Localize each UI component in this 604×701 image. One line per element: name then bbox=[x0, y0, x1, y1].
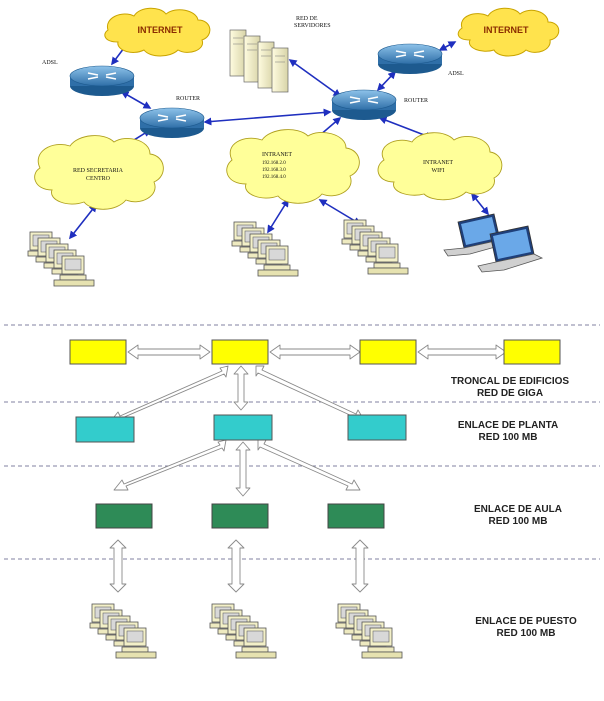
link-wifi-laptops bbox=[471, 192, 489, 216]
secretaria-cloud: RED SECRETARIA CENTRO bbox=[34, 135, 164, 210]
wifi-cloud: INTRANET WIFI bbox=[377, 132, 503, 201]
arrow-backbone-floor-center bbox=[233, 365, 249, 411]
internet-cloud-left: INTERNET bbox=[104, 7, 211, 57]
level-label-classroom-line1: ENLACE DE AULA bbox=[474, 504, 562, 515]
classroom-switches bbox=[95, 503, 385, 529]
link-intranet-pcs-left bbox=[267, 198, 289, 234]
intranet-ip-2: 192.168.3.0 bbox=[262, 168, 286, 173]
arrow-floor-class-left bbox=[113, 439, 227, 491]
intranet-cloud: INTRANET 192.168.2.0 192.168.3.0 192.168… bbox=[226, 129, 360, 204]
floor-switch-1 bbox=[75, 416, 135, 443]
link-internet-adsl-right bbox=[438, 41, 457, 51]
server-rack-icon bbox=[229, 29, 289, 93]
level-label-desk-line1: ENLACE DE PUESTO bbox=[475, 616, 577, 627]
workstations-intranet-left-icon bbox=[232, 222, 298, 276]
router-label-left: ROUTER bbox=[176, 96, 200, 102]
arrow-backbone-1 bbox=[127, 344, 211, 360]
router-adsl-right-icon bbox=[377, 43, 443, 75]
internet-cloud-right: INTERNET bbox=[457, 7, 560, 57]
router-label-right: ROUTER bbox=[404, 98, 428, 104]
classroom-switch-3 bbox=[327, 503, 385, 529]
secretaria-label-line2: CENTRO bbox=[86, 176, 111, 182]
workstations-secretaria-icon bbox=[28, 232, 94, 286]
router-main-icon bbox=[331, 89, 397, 121]
backbone-switch-2 bbox=[211, 339, 269, 365]
arrow-class-desk-center bbox=[227, 539, 245, 593]
network-links bbox=[69, 41, 489, 240]
link-servers-router bbox=[288, 59, 342, 97]
backbone-switch-3 bbox=[359, 339, 417, 365]
internet-label-right: INTERNET bbox=[484, 25, 530, 35]
level-label-backbone-line1: TRONCAL DE EDIFICIOS bbox=[451, 376, 569, 387]
workstations-desk-center-icon bbox=[210, 604, 276, 658]
level-label-floor-line1: ENLACE DE PLANTA bbox=[458, 420, 558, 431]
backbone-switch-4 bbox=[503, 339, 561, 365]
arrow-backbone-floor-right bbox=[255, 365, 365, 421]
servers-label-line2: SERVIDORES bbox=[294, 23, 331, 29]
wifi-label-line2: WIFI bbox=[432, 168, 445, 174]
level-label-floor-line2: RED 100 MB bbox=[479, 432, 538, 443]
classroom-switch-1 bbox=[95, 503, 153, 529]
laptops-icon bbox=[443, 213, 544, 273]
link-adsl-router-left bbox=[120, 91, 152, 109]
arrow-floor-class-right bbox=[257, 439, 361, 491]
arrow-backbone-floor-left bbox=[109, 365, 229, 423]
arrow-class-desk-right bbox=[351, 539, 369, 593]
wifi-label-line1: INTRANET bbox=[423, 160, 453, 166]
router-adsl-left-icon bbox=[69, 65, 135, 97]
link-router-router bbox=[203, 108, 332, 126]
adsl-label-left: ADSL bbox=[42, 60, 58, 66]
intranet-ip-1: 192.168.2.0 bbox=[262, 161, 286, 166]
floor-switches bbox=[75, 414, 407, 443]
workstations-desk-left-icon bbox=[90, 604, 156, 658]
link-secretaria-pcs bbox=[69, 203, 97, 240]
arrow-floor-class-center bbox=[235, 441, 251, 497]
arrow-backbone-3 bbox=[417, 344, 507, 360]
internet-label-left: INTERNET bbox=[138, 25, 184, 35]
arrow-backbone-2 bbox=[269, 344, 361, 360]
adsl-label-right: ADSL bbox=[448, 71, 464, 77]
floor-switch-3 bbox=[347, 414, 407, 441]
servers-label-line1: RED DE bbox=[296, 16, 318, 22]
intranet-title: INTRANET bbox=[262, 152, 292, 158]
workstations-intranet-right-icon bbox=[342, 220, 408, 274]
classroom-switch-2 bbox=[211, 503, 269, 529]
workstations-desk-right-icon bbox=[336, 604, 402, 658]
intranet-ip-3: 192.168.4.0 bbox=[262, 175, 286, 180]
level-label-desk-line2: RED 100 MB bbox=[497, 628, 556, 639]
level-label-classroom-line2: RED 100 MB bbox=[489, 516, 548, 527]
hierarchy-arrows bbox=[109, 344, 507, 593]
backbone-switch-1 bbox=[69, 339, 127, 365]
router-left-icon bbox=[139, 107, 205, 139]
secretaria-label-line1: RED SECRETARIA bbox=[73, 168, 124, 174]
floor-switch-2 bbox=[213, 414, 273, 441]
backbone-switches bbox=[69, 339, 561, 365]
link-adsl-router-right bbox=[376, 70, 397, 92]
level-label-backbone-line2: RED DE GIGA bbox=[477, 388, 543, 399]
arrow-class-desk-left bbox=[109, 539, 127, 593]
